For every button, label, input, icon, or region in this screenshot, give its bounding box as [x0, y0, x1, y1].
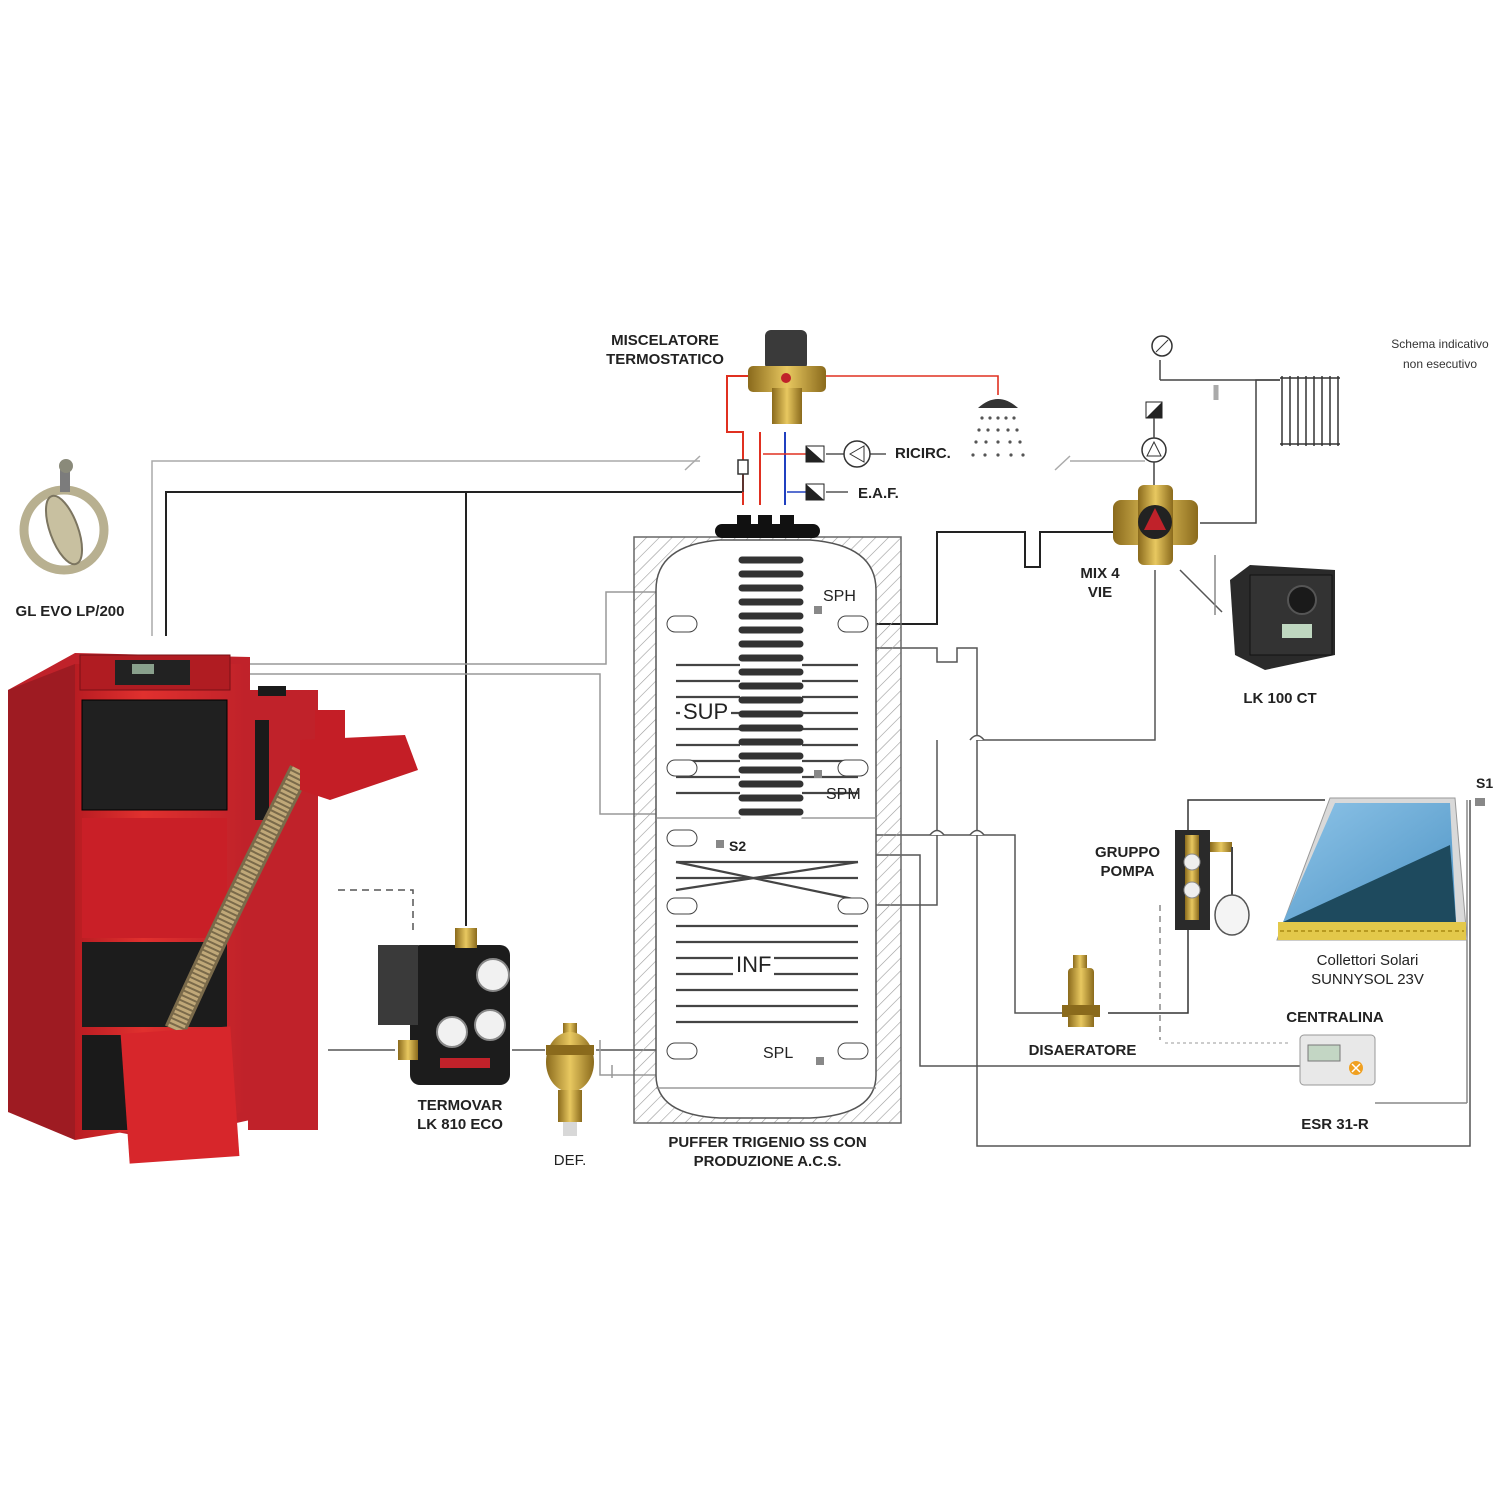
mix4-label-line-2: VIE [1087, 584, 1113, 601]
load-unit-icon [378, 928, 510, 1085]
ricirc-label: RICIRC. [895, 445, 951, 462]
zone-upper-label: SUP [680, 700, 732, 724]
sensor-sph-label: SPH [823, 588, 856, 605]
collectors-label-line-1: Collettori Solari [1316, 952, 1419, 969]
disclaimer-line-2: non esecutivo [1402, 357, 1478, 371]
radiator-pump-icon [1141, 401, 1167, 490]
eaf-label: E.A.F. [858, 485, 899, 502]
recirculation-pump-icon [805, 440, 871, 468]
deaerator-icon [1062, 955, 1100, 1027]
controller-model-label: ESR 31-R [1301, 1116, 1369, 1133]
pump-group-label-line-1: GRUPPO [1094, 844, 1160, 861]
damper-label: GL EVO LP/200 [15, 603, 125, 620]
sensor-spl-label: SPL [763, 1045, 794, 1062]
pressure-gauge-icon [1151, 335, 1173, 357]
termovar-label-line-1: TERMOVAR [417, 1097, 503, 1114]
pellet-boiler-icon [8, 653, 418, 1164]
thermostatic-mixer-valve-icon [748, 330, 826, 424]
mix4-label: MIX 4 VIE [1060, 564, 1140, 602]
radiator-icon [1280, 376, 1340, 446]
solar-controller-icon [1299, 1034, 1376, 1086]
sensor-s2-label: S2 [729, 838, 747, 854]
four-way-mixing-valve-icon [1113, 485, 1198, 565]
termovar-label-line-2: LK 810 ECO [417, 1116, 503, 1133]
puffer-label-line-1: PUFFER TRIGENIO SS CON [668, 1134, 867, 1151]
puffer-label-line-2: PRODUZIONE A.C.S. [693, 1153, 842, 1170]
disclaimer-line-1: Schema indicativo [1391, 337, 1489, 351]
def-label: DEF. [553, 1152, 587, 1169]
controller-title-label: CENTRALINA [1286, 1009, 1384, 1026]
disclaimer-note: Schema indicativo non esecutivo [1370, 334, 1500, 374]
dirt-separator-icon [546, 1023, 594, 1136]
buffer-tank-icon [633, 515, 902, 1124]
valve-actuator-icon [1230, 565, 1335, 670]
pump-group-label: GRUPPO POMPA [1080, 843, 1175, 881]
check-valve-icon [805, 483, 825, 501]
termovar-label: TERMOVAR LK 810 ECO [390, 1096, 530, 1134]
actuator-label: LK 100 CT [1243, 690, 1317, 707]
shower-icon [971, 399, 1025, 457]
solar-collector-icon [1276, 797, 1485, 941]
mixer-label-line-1: MISCELATORE [611, 332, 719, 349]
puffer-label: PUFFER TRIGENIO SS CON PRODUZIONE A.C.S. [640, 1133, 895, 1171]
collectors-label: Collettori Solari SUNNYSOL 23V [1285, 951, 1450, 989]
flue-damper-icon [19, 459, 109, 575]
deaerator-label: DISAERATORE [1028, 1042, 1137, 1059]
solar-pump-group-icon [1175, 830, 1250, 936]
collectors-label-line-2: SUNNYSOL 23V [1311, 971, 1424, 988]
pump-group-label-line-2: POMPA [1100, 863, 1155, 880]
sensor-s1-label: S1 [1476, 775, 1494, 791]
mixer-label: MISCELATORE TERMOSTATICO [590, 331, 740, 369]
sensor-spm-label: SPM [826, 786, 861, 803]
mixer-label-line-2: TERMOSTATICO [606, 351, 724, 368]
zone-lower-label: INF [733, 953, 775, 977]
mix4-label-line-1: MIX 4 [1080, 565, 1120, 582]
